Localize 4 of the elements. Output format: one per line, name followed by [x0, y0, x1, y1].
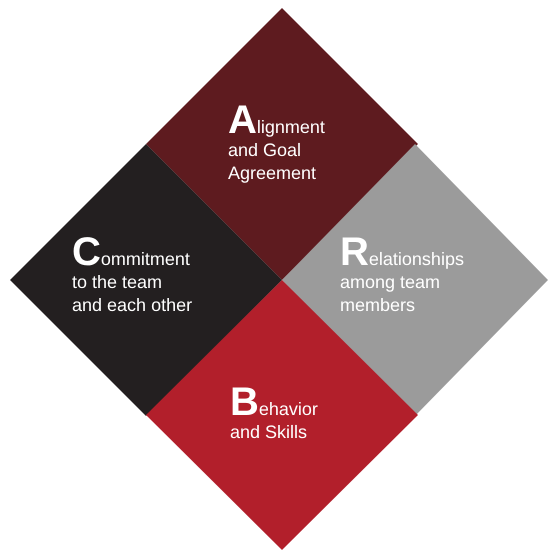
- quadrant-label: Commitment to the team and each other: [72, 234, 194, 317]
- quadrant-label: Alignment and Goal Agreement: [228, 102, 326, 185]
- quadrant-label: Behavior and Skills: [230, 384, 319, 444]
- quadrant-label: Relationships among team members: [340, 234, 465, 317]
